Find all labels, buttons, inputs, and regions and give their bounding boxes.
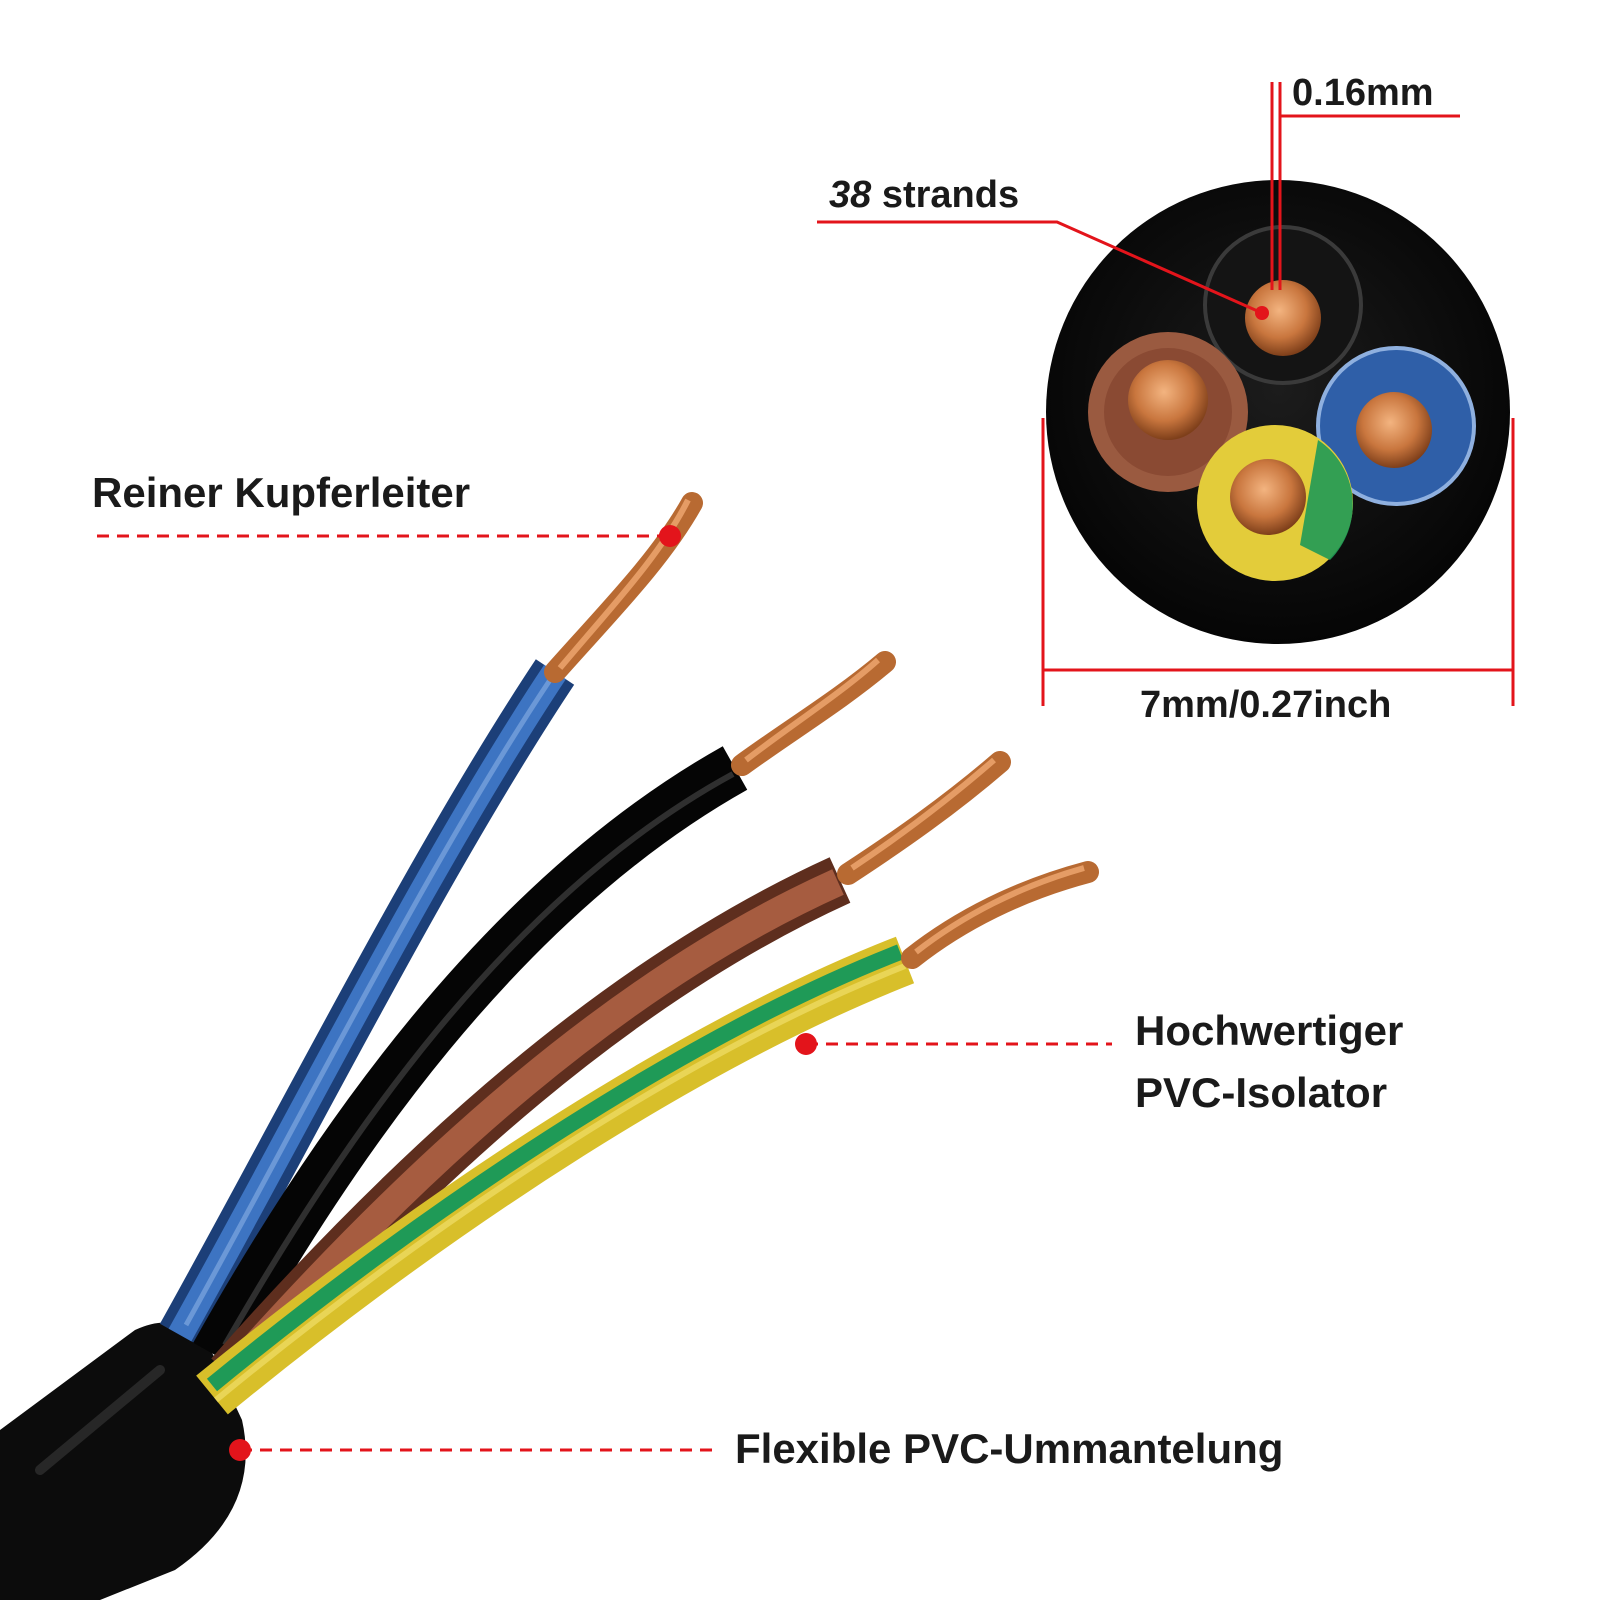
callout-lines [97, 534, 1112, 1452]
copper-callout-dot [659, 525, 681, 547]
strand-count-unit: strands [881, 174, 1020, 216]
insulator-label-line2: PVC-Isolator [1135, 1069, 1388, 1116]
cable-photo [0, 492, 1099, 1600]
cross-section-sheath [1046, 180, 1510, 644]
yellow-green-core [196, 861, 1099, 1415]
blue-core [159, 492, 703, 1347]
strand-diameter-label: 0.16mm [1292, 72, 1434, 114]
cross-section [1046, 180, 1510, 644]
strand-count-dot [1255, 306, 1269, 320]
outer-sheath [0, 1322, 246, 1600]
copper-conductor-label: Reiner Kupferleiter [92, 469, 471, 516]
sheath-callout-dot [229, 1439, 251, 1461]
strand-count-label: 38 strands [829, 176, 1019, 214]
insulator-label: Hochwertiger PVC-Isolator [1135, 1000, 1403, 1124]
insulator-callout-dot [795, 1033, 817, 1055]
strand-count-number: 38 [829, 174, 872, 216]
black-core [193, 651, 896, 1368]
cable-diameter-label: 7mm/0.27inch [1140, 684, 1392, 726]
sheath-label: Flexible PVC-Ummantelung [735, 1425, 1284, 1472]
dimension-lines [817, 82, 1515, 706]
insulator-label-line1: Hochwertiger [1135, 1007, 1404, 1054]
